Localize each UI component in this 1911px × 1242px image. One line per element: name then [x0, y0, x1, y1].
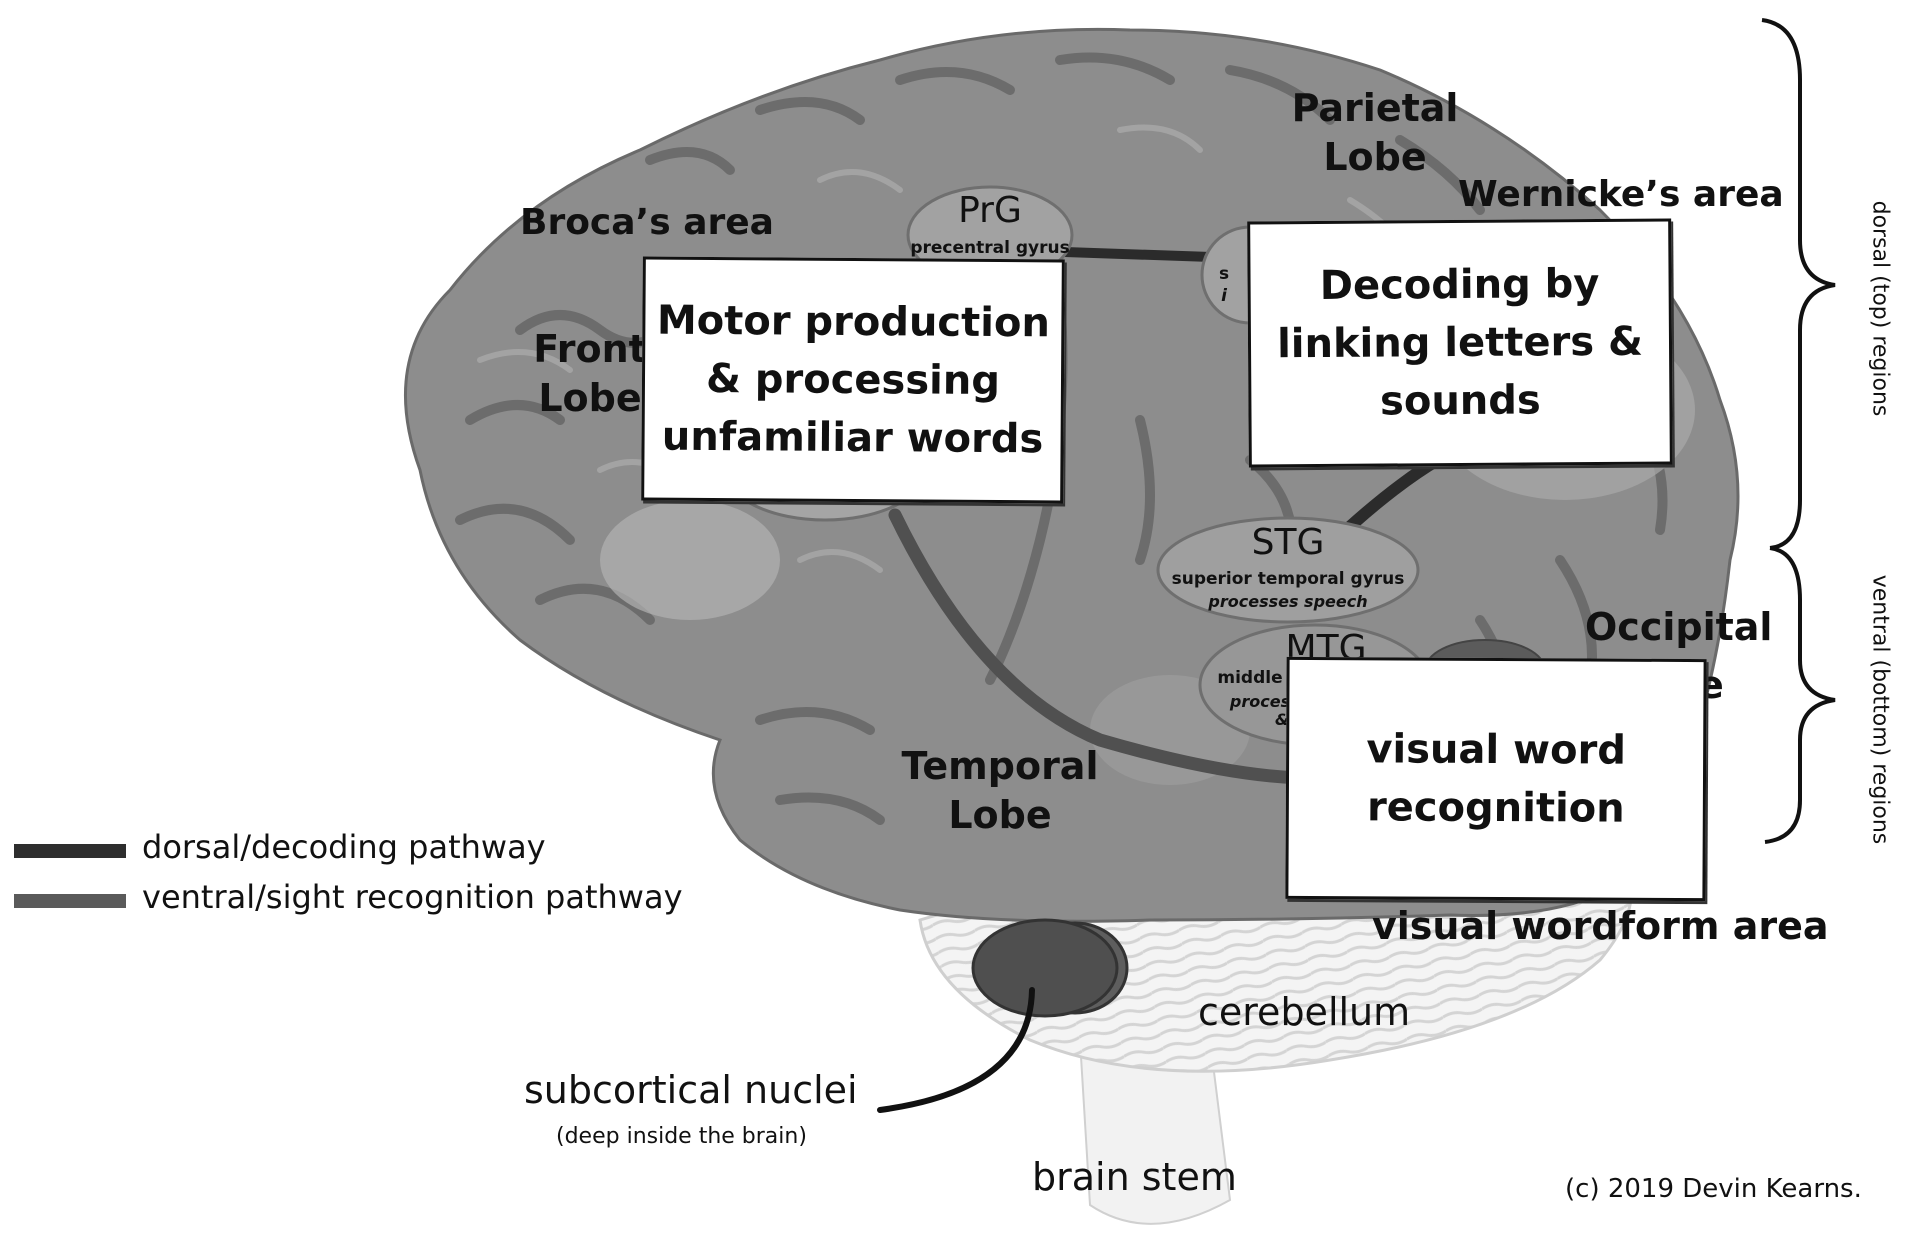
- mtg-name-fragment: middle: [1210, 668, 1290, 688]
- wernickes-area-label: Wernicke’s area: [1458, 174, 1784, 215]
- visual-wordform-area-label: visual wordform area: [1372, 904, 1829, 948]
- visual-word-recognition-text: visual word recognition: [1366, 720, 1626, 837]
- frontal-lobe-label: Front Lobe: [530, 325, 650, 424]
- motor-production-box: Motor production & processing unfamiliar…: [641, 257, 1065, 504]
- decoding-box: Decoding by linking letters & sounds: [1247, 219, 1673, 468]
- parietal-lobe-label: Parietal Lobe: [1290, 84, 1460, 183]
- brocas-area-label: Broca’s area: [520, 202, 774, 243]
- cerebellum-label: cerebellum: [1198, 990, 1410, 1034]
- s-fragment-2: i: [1214, 286, 1234, 306]
- subcortical-nuclei-label: subcortical nuclei: [524, 1068, 858, 1112]
- legend-ventral-swatch: [14, 894, 126, 908]
- motor-production-text: Motor production & processing unfamiliar…: [656, 292, 1050, 469]
- stg-abbr: STG: [1200, 522, 1376, 563]
- stg-name: superior temporal gyrus: [1160, 569, 1416, 589]
- brain-stem-label: brain stem: [1032, 1155, 1237, 1199]
- stg-function: processes speech: [1180, 592, 1396, 611]
- occipital-lobe-label: Occipital: [1585, 605, 1772, 649]
- subcortical-oval: [973, 920, 1117, 1016]
- copyright-label: (c) 2019 Devin Kearns.: [1565, 1174, 1862, 1204]
- dorsal-bracket: [1762, 20, 1835, 548]
- subcortical-note: (deep inside the brain): [556, 1124, 807, 1149]
- s-fragment-1: s: [1214, 264, 1234, 284]
- prg-abbr: PrG: [910, 190, 1070, 231]
- legend-dorsal-swatch: [14, 844, 126, 858]
- legend-dorsal-label: dorsal/decoding pathway: [142, 828, 546, 866]
- mtg-function-fragment: proces: [1225, 692, 1295, 711]
- visual-word-recognition-box: visual word recognition: [1285, 657, 1706, 901]
- ventral-regions-label: ventral (bottom) regions: [1868, 568, 1893, 852]
- ventral-bracket: [1765, 548, 1835, 842]
- temporal-lobe-label: Temporal Lobe: [890, 742, 1110, 841]
- prg-name: precentral gyrus: [900, 238, 1080, 258]
- legend-ventral-label: ventral/sight recognition pathway: [142, 878, 683, 916]
- decoding-text: Decoding by linking letters & sounds: [1276, 255, 1643, 432]
- dorsal-regions-label: dorsal (top) regions: [1868, 189, 1893, 429]
